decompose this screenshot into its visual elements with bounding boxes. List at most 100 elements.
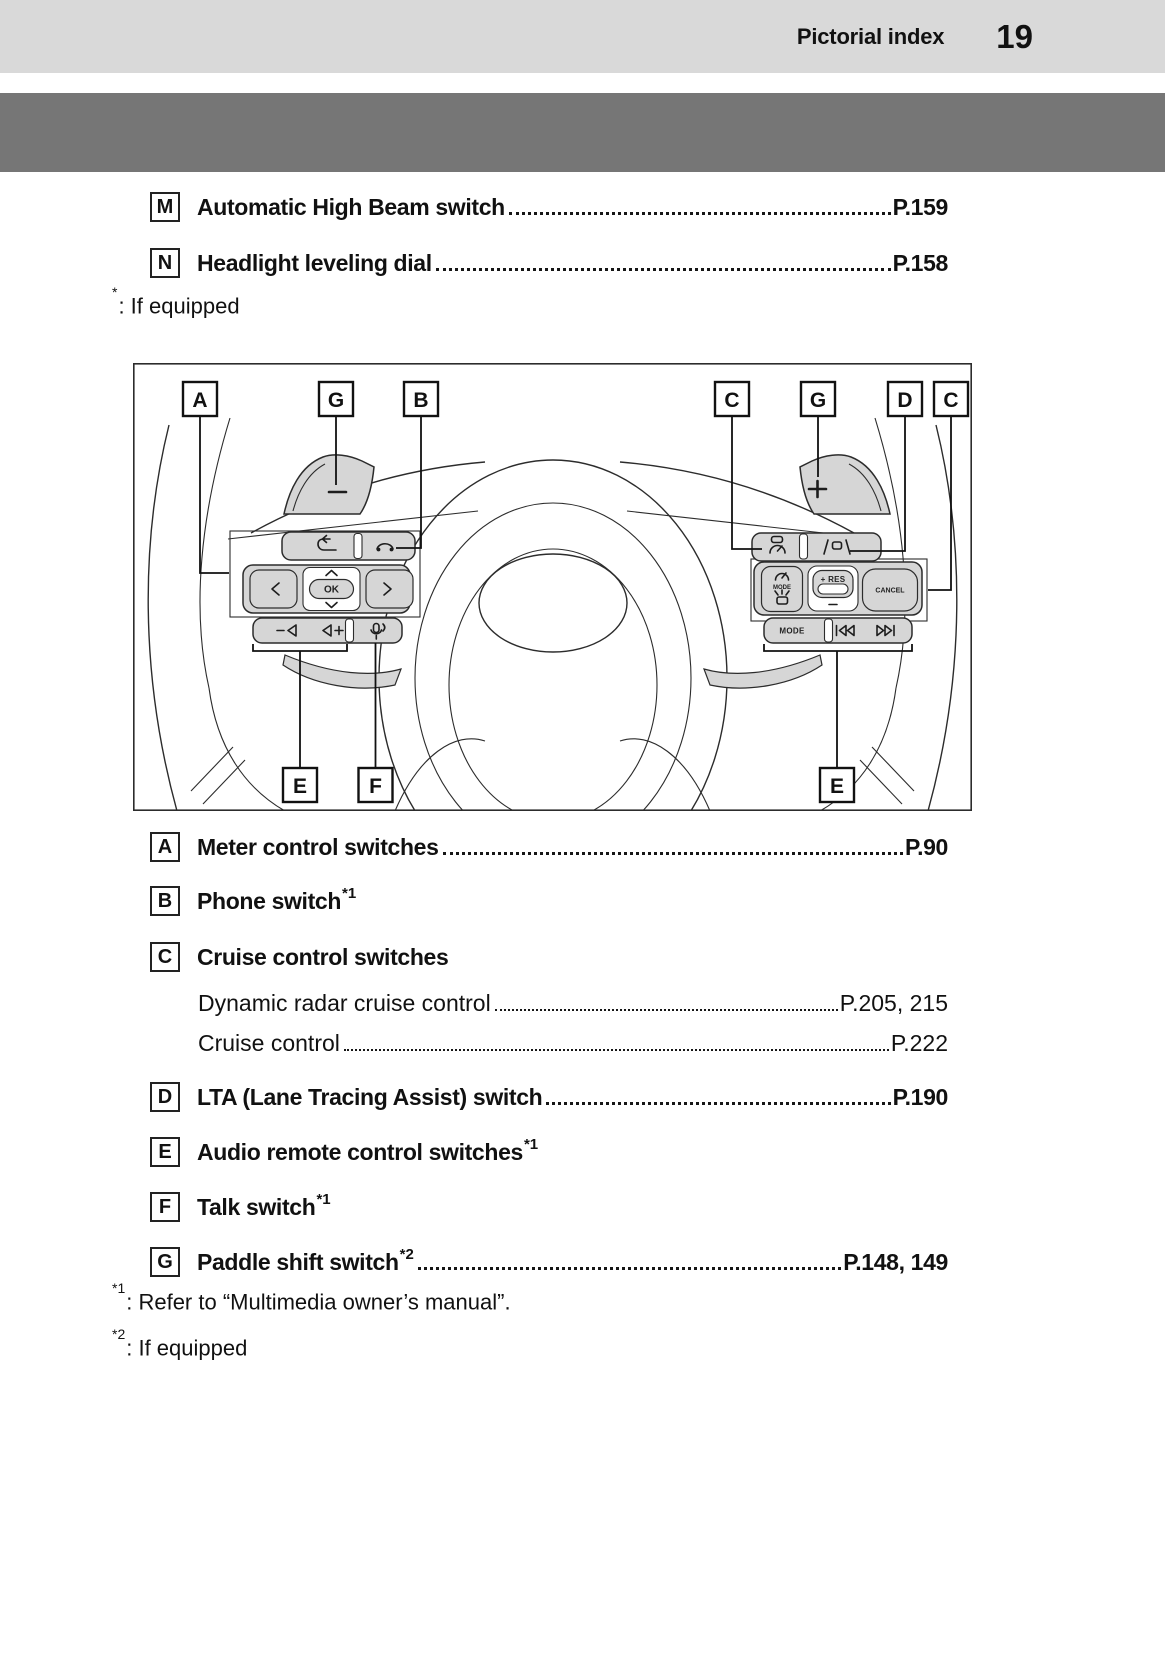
index-entry-m: M Automatic High Beam switch P.159 [150,192,948,222]
radar-cruise-icon [769,535,786,554]
entry-label: Cruise control switches [197,943,449,970]
entry-label: LTA (Lane Tracing Assist) switch [197,1083,543,1110]
page-ref: P.148, 149 [843,1248,948,1275]
dot-leader [508,212,891,215]
callout-d: D [897,389,912,412]
entry-label: Paddle shift switch [197,1248,399,1275]
entry-label: Headlight leveling dial [197,249,432,276]
callout-boxes: A G B C G D C E F E [181,380,970,804]
cancel-label: CANCEL [875,588,905,595]
entry-label: Phone switch [197,887,342,914]
left-arrow-icon [271,582,280,596]
subentry-label: Cruise control [198,1029,340,1056]
entry-label: Automatic High Beam switch [197,193,505,220]
page-header: Pictorial index 19 [0,0,1165,73]
footnote-1: *1: Refer to “Multimedia owner’s manual”… [112,1280,511,1315]
page-ref: P.159 [892,193,949,220]
cruise-mode-label: MODE [773,585,791,591]
footnote-text: : Refer to “Multimedia owner’s manual”. [126,1289,511,1315]
page-ref: P.158 [892,249,949,276]
chapter-band [0,93,1165,172]
entry-sup: *2 [399,1245,414,1263]
paddle-shift-left [283,454,375,515]
index-entry-a: A Meter control switches P.90 [150,832,948,862]
left-switch-pod: OK [242,531,416,644]
down-arrow-icon [325,601,338,609]
key-box-d: D [150,1082,180,1112]
callout-b: B [413,389,428,412]
volume-down-icon [276,624,297,637]
figure-border [133,363,973,811]
index-entry-b: B Phone switch *1 [150,884,948,916]
up-arrow-icon [325,569,338,577]
dot-leader [494,1009,838,1011]
callout-c2: C [943,389,958,412]
page-ref: P.90 [905,833,948,860]
dot-leader [435,268,891,271]
index-entry-c: C Cruise control switches [150,942,948,972]
mode-button-label: MODE [779,627,805,636]
page-number: 19 [996,17,1033,55]
section-title: Pictorial index [796,23,945,49]
key-box-m: M [150,192,180,222]
dot-leader [343,1049,889,1051]
steering-wheel-diagram: OK [133,363,973,897]
key-box-g: G [150,1247,180,1277]
meter-switch-bracket [229,530,421,618]
callout-g-left: G [328,389,344,412]
footnote-text: : If equipped [118,293,240,319]
wheel-outline [147,417,958,897]
steering-wheel-art: OK [133,363,973,897]
key-box-b: B [150,886,180,916]
return-icon [317,534,337,551]
right-switch-pod: MODE + RES CANCEL MODE [751,532,923,644]
entry-label: Audio remote control switches [197,1138,523,1165]
callout-e-left: E [293,775,307,798]
res-label: + RES [821,575,846,584]
key-box-c: C [150,942,180,972]
paddle-shift-right [799,454,891,515]
talk-icon [370,622,386,640]
footnote-marker: *1 [112,1280,126,1296]
page-ref: P.205, 215 [839,989,948,1016]
page-ref: P.222 [890,1029,948,1056]
footnote-marker: * [112,284,118,300]
callout-g-right: G [810,389,826,412]
key-box-f: F [150,1192,180,1222]
volume-up-icon [322,624,344,637]
index-subentry-cruise: Cruise control P.222 [198,1028,948,1058]
entry-sup: *1 [342,884,357,902]
paddle-plus-icon [807,479,828,499]
dot-leader [417,1267,842,1270]
footnote-star: *: If equipped [112,284,240,319]
index-subentry-drcc: Dynamic radar cruise control P.205, 215 [198,988,948,1018]
dot-leader [546,1102,891,1105]
callout-a: A [192,389,207,412]
subentry-label: Dynamic radar cruise control [198,989,491,1016]
dot-leader [442,852,904,855]
callout-lines [199,416,952,768]
next-track-icon [876,624,895,637]
ok-button-label: OK [324,585,340,596]
key-box-e: E [150,1137,180,1167]
index-entry-f: F Talk switch *1 [150,1190,948,1222]
prev-track-icon [835,624,855,637]
index-entry-d: D LTA (Lane Tracing Assist) switch P.190 [150,1082,948,1112]
entry-sup: *1 [316,1190,331,1208]
footnote-2: *2: If equipped [112,1326,248,1361]
callout-c1: C [724,389,739,412]
cruise-mode-icon [774,572,790,605]
lane-tracing-icon [823,539,851,555]
index-entry-n: N Headlight leveling dial P.158 [150,248,948,278]
entry-label: Talk switch [197,1193,316,1220]
footnote-text: : If equipped [126,1335,248,1361]
entry-label: Meter control switches [197,833,439,860]
phone-icon [376,542,394,552]
right-arrow-icon [383,582,392,596]
callout-e-right: E [830,775,844,798]
page-ref: P.190 [892,1083,949,1110]
callout-f: F [369,775,382,798]
key-box-n: N [150,248,180,278]
index-entry-e: E Audio remote control switches *1 [150,1136,948,1167]
